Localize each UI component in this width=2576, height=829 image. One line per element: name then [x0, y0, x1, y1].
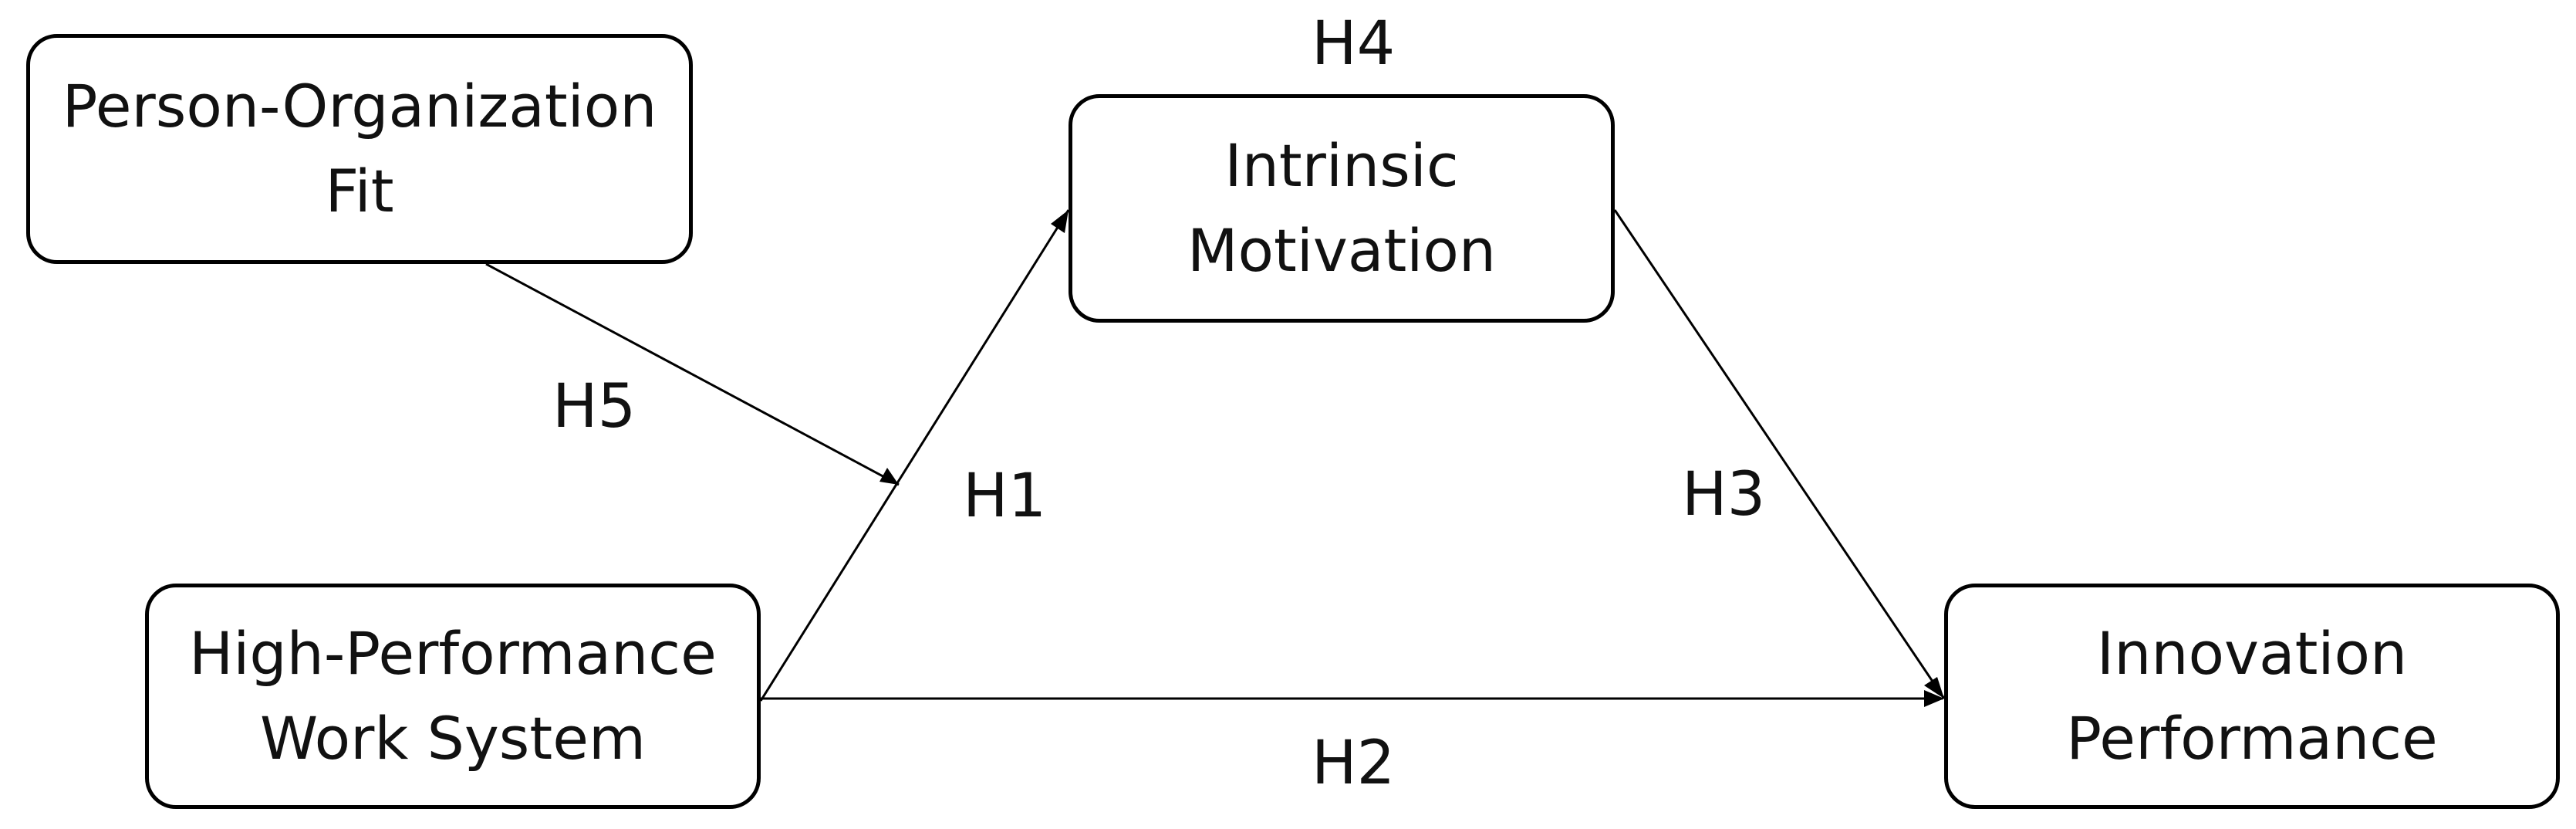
hypothesis-label-h5: H5 — [552, 372, 636, 442]
arrowhead-h3 — [1924, 677, 1944, 699]
intrinsic-motivation-box: Intrinsic Motivation — [1069, 94, 1615, 323]
arrowhead-h5 — [879, 468, 899, 485]
hpws-line2: Work System — [259, 704, 646, 773]
hypothesis-label-h4: H4 — [1312, 9, 1396, 79]
innovation-performance-line1: Innovation — [2096, 619, 2408, 688]
hypothesis-label-h1: H1 — [963, 462, 1047, 531]
innovation-performance-box: Innovation Performance — [1944, 584, 2560, 809]
person-organization-fit-line2: Fit — [325, 157, 394, 225]
arrow-h3 — [1613, 209, 1946, 699]
arrowhead-h2 — [1924, 690, 1944, 707]
intrinsic-motivation-line2: Motivation — [1187, 216, 1497, 285]
hpws-line1: High-Performance — [189, 619, 717, 688]
arrow-h1 — [759, 209, 1070, 702]
arrowhead-h1 — [1051, 210, 1069, 233]
high-performance-work-system-box: High-Performance Work System — [145, 584, 761, 809]
innovation-performance-line2: Performance — [2066, 704, 2438, 773]
person-organization-fit-line1: Person-Organization — [62, 72, 657, 140]
hypothesis-label-h2: H2 — [1312, 729, 1396, 798]
intrinsic-motivation-line1: Intrinsic — [1224, 131, 1459, 200]
person-organization-fit-box: Person-Organization Fit — [26, 34, 693, 264]
hypothesis-label-h3: H3 — [1682, 460, 1766, 530]
arrow-h5 — [485, 262, 900, 486]
